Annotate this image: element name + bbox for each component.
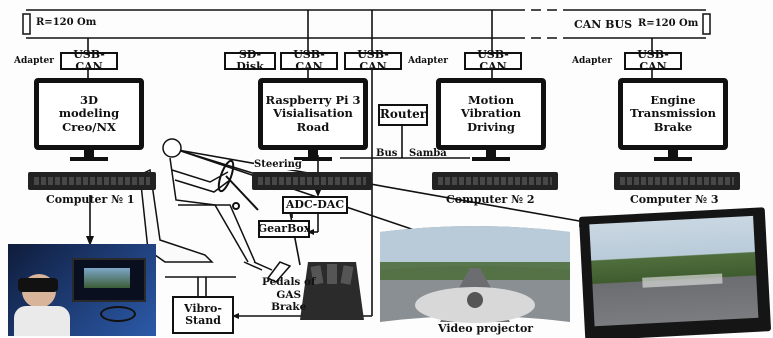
vr-scene [84,268,130,288]
adapter-label-2: Adapter [408,56,449,66]
usb-can-box-2: USB-CAN [280,48,338,73]
monitor-4-line-3: Brake [653,119,693,134]
gearbox-box: GearBox [258,220,310,238]
keyboard-icon [28,172,156,190]
computer-1-caption: Computer № 1 [46,193,135,206]
keyboard-icon [432,172,558,190]
vr-steering-wheel [100,306,136,322]
keyboard-icon [252,172,372,190]
monitor-3-line-3: Driving [467,119,515,134]
driver-seat-icon [139,138,273,271]
computer-2-caption: Computer № 2 [446,193,535,206]
monitor-4-stand [668,150,678,158]
monitor-2-line-1: Raspberry Pi 3 [265,93,361,108]
adapter-label-1: Adapter [14,56,55,66]
monitor-computer-1: 3D modeling Creo/NX [34,78,144,150]
monitor-3-base [472,157,510,161]
usb-can-box-3: USB-CAN [344,48,402,73]
monitor-3-line-2: Vibration [460,106,522,121]
usb-can-box-5: USB-CAN [624,48,682,73]
monitor-1-line-2: modeling [58,106,120,121]
monitor-2-line-2: Visialisation [273,106,353,121]
monitor-4-base [654,157,692,161]
road-display-monitor [578,207,772,338]
monitor-3-stand [486,150,496,158]
monitor-2-base [294,157,332,161]
terminator-right-label: R=120 Om [638,18,699,29]
usb-can-box-1: USB-CAN [60,48,118,73]
vibro-stand-box: Vibro- Stand [172,296,234,334]
bus-label: Bus [376,148,398,159]
monitor-3-line-1: Motion [467,93,515,108]
pedals-icon [266,261,364,320]
monitor-2-stand [308,150,318,158]
adc-dac-box: ADC-DAC [282,196,348,214]
monitor-4-line-1: Engine [650,93,696,108]
samba-label: Samba [409,148,447,159]
computer-3-caption: Computer № 3 [630,193,719,206]
projector-screen [380,226,570,323]
vr-user-photo [8,244,156,336]
steering-wheel-icon [217,159,259,211]
terminator-left-label: R=120 Om [36,17,97,28]
keyboard-icon [614,172,740,190]
can-bus-label: CAN BUS [574,18,633,31]
monitor-1-stand [84,150,94,158]
monitor-1-base [70,157,108,161]
sd-disk-box: SD-Disk [224,48,276,73]
monitor-4-line-2: Transmission [630,106,716,121]
vr-headset-icon [18,278,58,292]
monitor-2-line-3: Road [296,119,330,134]
monitor-1-line-1: 3D [80,93,98,108]
video-projector-label: Video projector [438,322,534,335]
pedals-label: Pedals of GAS Brake [262,276,316,314]
monitor-computer-2: Motion Vibration Driving [436,78,546,150]
adapter-label-3: Adapter [572,56,613,66]
terminator-resistor-icon [22,13,711,35]
monitor-1-line-3: Creo/NX [62,119,116,134]
router-box: Router [378,104,428,126]
usb-can-box-4: USB-CAN [464,48,522,73]
monitor-computer-3: Engine Transmission Brake [618,78,728,150]
steering-label: Steering [254,159,302,170]
monitor-raspberry-pi: Raspberry Pi 3 Visialisation Road [258,78,368,150]
road-scene [589,215,759,327]
vr-user-body [14,306,70,336]
